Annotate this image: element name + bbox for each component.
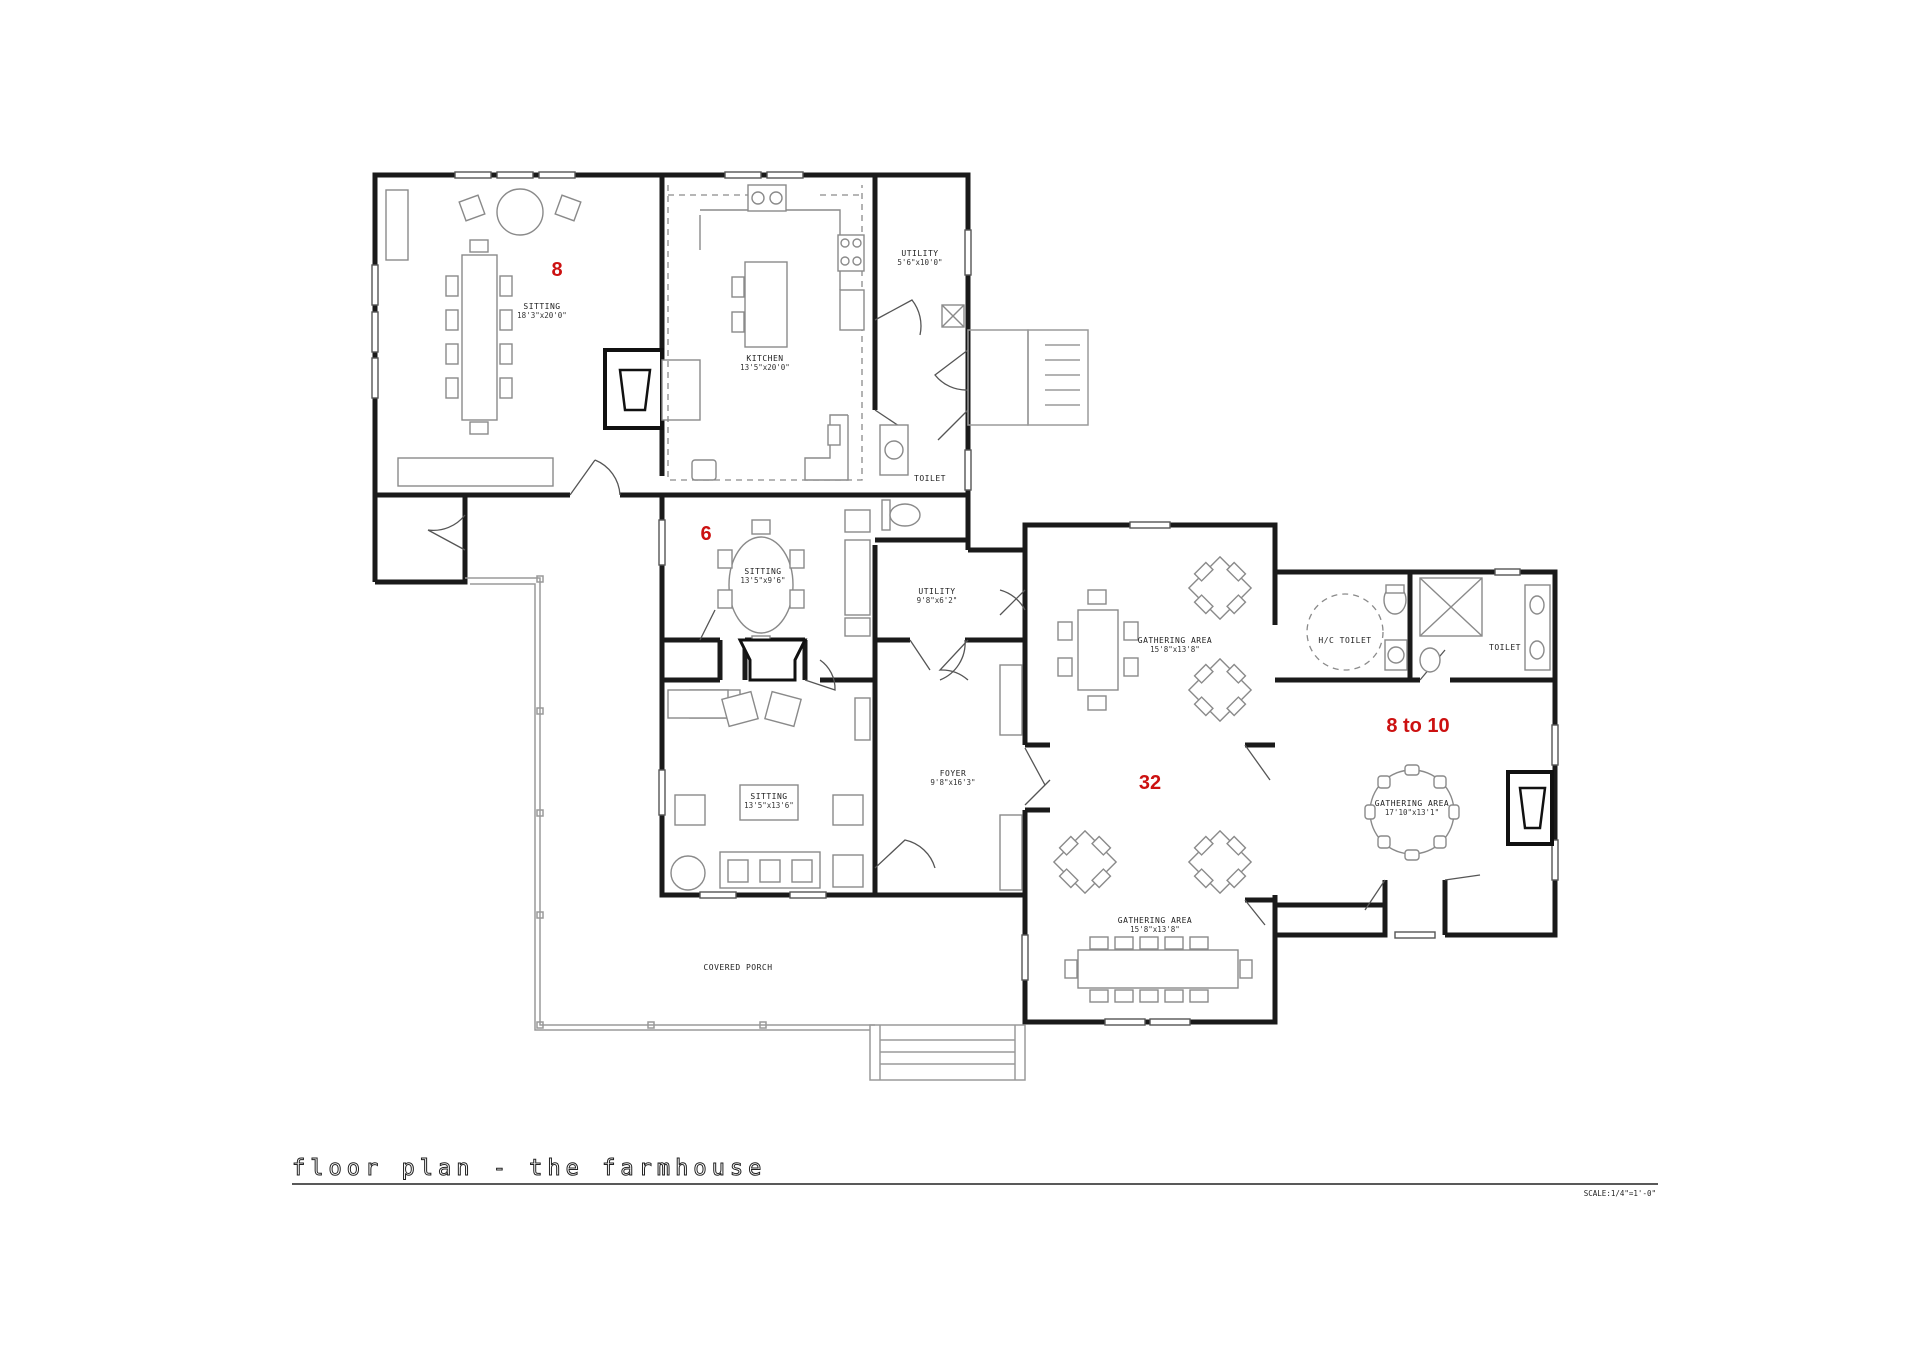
room-dim-sitting-small: 13'5"x9'6" (740, 576, 785, 585)
lower-sitting-furniture (667, 689, 871, 891)
room-name-sitting-lower: SITTING (750, 792, 787, 801)
room-name-covered-porch: COVERED PORCH (703, 963, 772, 972)
room-name-sitting-small: SITTING (744, 567, 781, 576)
room-name-gathering-lower: GATHERING AREA (1118, 916, 1192, 925)
room-dim-sitting-lower: 13'5"x13'6" (744, 801, 794, 810)
room-dim-foyer: 9'8"x16'3" (930, 778, 975, 787)
capacity-sitting-main: 8 (551, 259, 562, 281)
room-name-hc-toilet: H/C TOILET (1318, 636, 1371, 645)
room-name-toilet-top: TOILET (914, 474, 946, 483)
plan-scale: SCALE:1/4"=1'-0" (1584, 1189, 1656, 1198)
stove-icon (837, 234, 865, 272)
right-toilet-fixtures (1306, 577, 1551, 673)
room-dim-gathering-upper: 15'8"x13'8" (1150, 645, 1200, 654)
room-dim-gathering-lower: 15'8"x13'8" (1130, 925, 1180, 934)
capacity-sitting-small: 6 (700, 523, 711, 545)
room-name-gathering-upper: GATHERING AREA (1138, 636, 1212, 645)
room-dim-gathering-right: 17'10"x13'1" (1385, 808, 1439, 817)
capacity-gathering-main: 32 (1139, 772, 1161, 794)
room-dim-sitting-main: 18'3"x20'0" (517, 311, 567, 320)
plan-title: floor plan - the farmhouse (292, 1156, 766, 1181)
top-utility-toilet-fixtures (879, 304, 965, 531)
title-block: floor plan - the farmhouse SCALE:1/4"=1'… (292, 1156, 1658, 1198)
room-name-utility-mid: UTILITY (918, 587, 955, 596)
fireplace-icon (737, 638, 808, 682)
room-name-sitting-main: SITTING (523, 302, 560, 311)
main-sitting-furniture (385, 188, 701, 487)
kitchen-furniture (667, 184, 865, 481)
fireplace-icon (1506, 770, 1554, 846)
small-sitting-furniture (689, 509, 871, 719)
room-name-gathering-right: GATHERING AREA (1375, 799, 1449, 808)
room-dim-utility-mid: 9'8"x6'2" (917, 596, 958, 605)
room-dim-kitchen: 13'5"x20'0" (740, 363, 790, 372)
room-name-foyer: FOYER (940, 769, 967, 778)
covered-porch (465, 575, 1026, 1081)
room-name-toilet-right: TOILET (1489, 643, 1521, 652)
windows (371, 171, 1559, 1026)
room-name-kitchen: KITCHEN (746, 354, 783, 363)
gathering-lower-furniture (1052, 829, 1253, 1003)
gathering-upper-furniture (1057, 555, 1253, 723)
room-name-utility-top: UTILITY (901, 249, 938, 258)
capacity-gathering-right: 8 to 10 (1386, 715, 1449, 737)
fireplace-icon (603, 348, 664, 430)
doors (427, 299, 1481, 926)
back-deck (967, 329, 1089, 426)
porch-steps (869, 1024, 1026, 1081)
room-dim-utility-top: 5'6"x10'0" (897, 258, 942, 267)
room-labels: SITTING 18'3"x20'0" KITCHEN 13'5"x20'0" … (517, 249, 1521, 972)
mid-utility-furniture (999, 664, 1023, 891)
capacity-labels: 8 6 32 8 to 10 (551, 259, 1449, 794)
right-gathering-furniture (1364, 764, 1554, 861)
